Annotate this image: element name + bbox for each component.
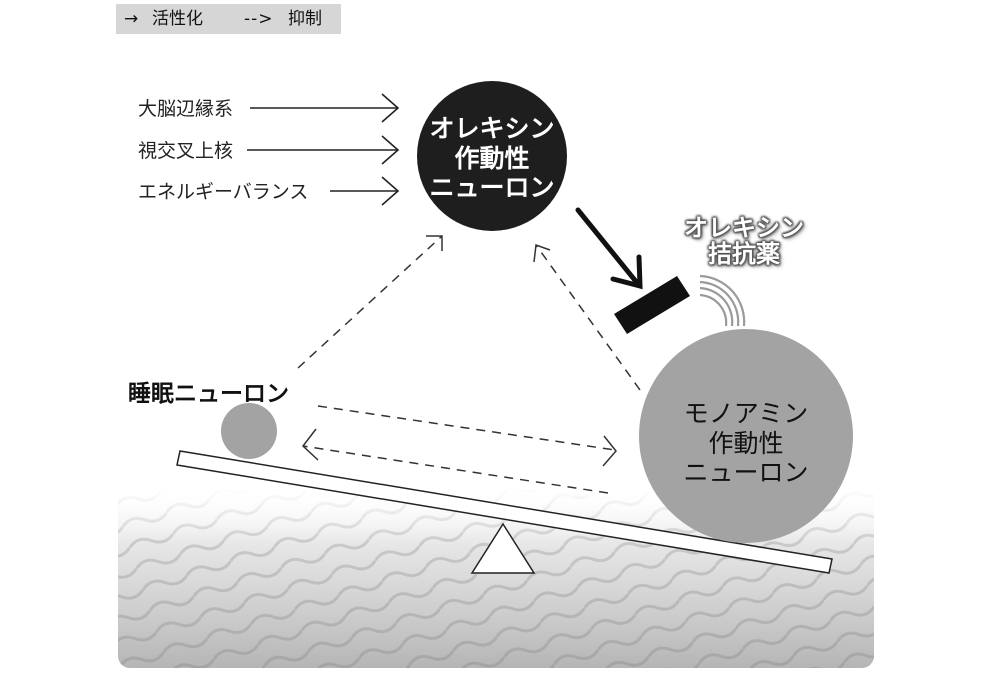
antagonist-spring: [699, 274, 746, 327]
input-arrows: [247, 93, 400, 206]
input-label-energy-balance: エネルギーバランス: [138, 181, 309, 203]
dashed-sleep-to-monoamine: [317, 405, 616, 451]
inhibition-legend-arrow: -->: [244, 9, 274, 29]
sleep-neuron-label: 睡眠ニューロン: [128, 381, 289, 407]
antagonist-block: [614, 276, 690, 334]
sleep-neuron-circle: [221, 403, 277, 459]
seesaw-fulcrum: [470, 522, 536, 574]
orexin-label-line3: ニューロン: [429, 173, 555, 202]
dashed-sleep-to-orexin: [297, 235, 443, 369]
input-label-limbic-system: 大脳辺縁系: [138, 98, 234, 120]
activation-arrow: [575, 207, 643, 290]
monoamine-neuron-circle: [639, 329, 853, 543]
activation-legend-arrow: →: [124, 9, 139, 29]
monoamine-neuron-label: モノアミン 作動性 ニューロン: [666, 399, 826, 488]
monoamine-label-line1: モノアミン: [683, 399, 809, 428]
drug-label-line1: オレキシン: [684, 214, 804, 242]
orexin-label-line1: オレキシン: [429, 114, 555, 143]
orexin-label-line2: 作動性: [454, 143, 530, 173]
orexin-neuron-label: オレキシン 作動性 ニューロン: [417, 114, 567, 203]
ground-texture: [118, 488, 874, 668]
orexin-neuron-circle: [417, 81, 567, 231]
orexin-antagonist-label: オレキシン 拮抗薬: [664, 214, 824, 268]
monoamine-label-line2: 作動性: [708, 428, 784, 458]
inhibition-arrows: [297, 235, 641, 494]
input-label-scn: 視交叉上核: [138, 140, 234, 162]
drug-label-line2: 拮抗薬: [708, 239, 780, 268]
dashed-monoamine-to-orexin: [535, 244, 641, 391]
seesaw-plank: [176, 450, 833, 574]
legend: → 活性化 --> 抑制: [116, 4, 341, 34]
activation-legend-label: 活性化: [152, 9, 203, 29]
inhibition-legend-label: 抑制: [288, 9, 322, 29]
dashed-monoamine-to-sleep: [302, 445, 609, 494]
monoamine-label-line3: ニューロン: [683, 458, 809, 487]
